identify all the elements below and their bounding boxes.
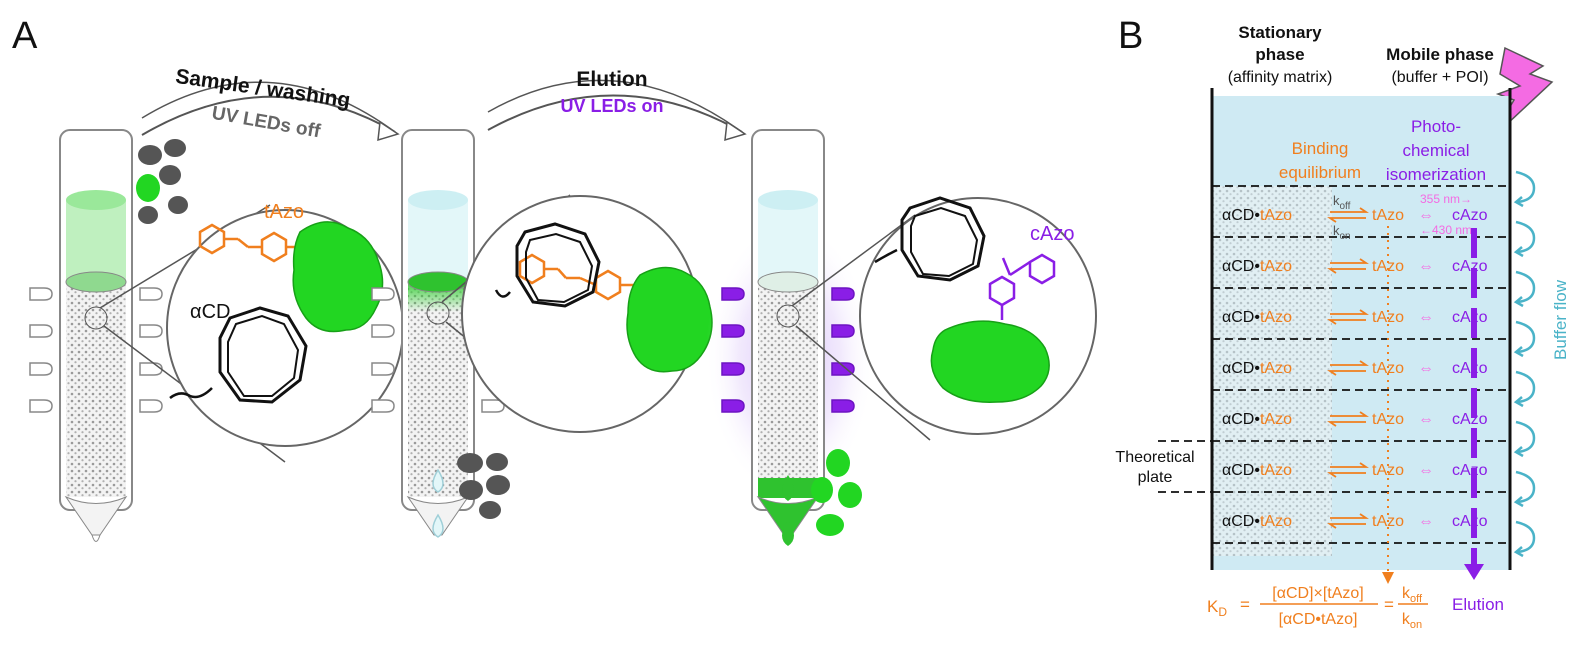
svg-text:αCD: αCD: [190, 301, 230, 323]
magnifier-3: cAzo: [859, 196, 1097, 435]
kd-equation: KD = [αCD]×[tAzo] [αCD•tAzo] = koff kon: [1207, 585, 1428, 631]
koff-label: koff: [1333, 193, 1351, 212]
svg-text:[αCD]×[tAzo]: [αCD]×[tAzo]: [1272, 585, 1364, 602]
svg-text:cAzo: cAzo: [1452, 309, 1488, 326]
grey-proteins-col1: [138, 139, 188, 224]
nm355-label: 355 nm→: [1420, 192, 1472, 206]
svg-text:tAzo: tAzo: [1372, 258, 1404, 275]
photo-line1: Photo-: [1411, 117, 1461, 136]
svg-text:cAzo: cAzo: [1452, 462, 1488, 479]
svg-text:⇔: ⇔: [1418, 411, 1434, 428]
svg-text:cAzo: cAzo: [1452, 513, 1488, 530]
green-protein-col1: [136, 174, 160, 202]
arrow-elution: [487, 79, 747, 142]
svg-text:αCD•tAzo: αCD•tAzo: [1222, 309, 1292, 326]
theoretical-plate-2: plate: [1138, 469, 1173, 486]
svg-text:αCD•tAzo: αCD•tAzo: [1222, 360, 1292, 377]
stationary-subtitle: (affinity matrix): [1228, 69, 1333, 86]
arrow-sample-washing: [141, 81, 400, 142]
svg-text:αCD•tAzo: αCD•tAzo: [1222, 513, 1292, 530]
photo-line2: chemical: [1402, 141, 1469, 160]
svg-text:αCD•tAzo: αCD•tAzo: [1222, 207, 1292, 224]
buffer-flow-label: Buffer flow: [1551, 279, 1570, 360]
column-1: [59, 129, 133, 542]
green-proteins-col3: [811, 449, 862, 536]
kon-label: kon: [1333, 223, 1351, 242]
arrow2-title: Elution: [576, 68, 647, 91]
svg-text:cAzo: cAzo: [1452, 258, 1488, 275]
svg-text:⇔: ⇔: [1418, 360, 1434, 377]
tazo-flow-arrowhead: [1382, 572, 1394, 584]
svg-text:⇔: ⇔: [1418, 462, 1434, 479]
svg-text:koff: koff: [1402, 585, 1423, 605]
drops-col2: [432, 468, 444, 538]
column-3: [751, 129, 825, 536]
stationary-title-2: phase: [1255, 45, 1304, 64]
svg-text:tAzo: tAzo: [1372, 360, 1404, 377]
svg-text:⇔: ⇔: [1418, 513, 1434, 530]
svg-text:⇔: ⇔: [1418, 258, 1434, 275]
leds-column-3-on: [721, 287, 855, 413]
buffer-flow-arrows: [1513, 170, 1536, 558]
svg-text:cAzo: cAzo: [1030, 223, 1074, 245]
svg-text:tAzo: tAzo: [1372, 462, 1404, 479]
elution-label: Elution: [1452, 595, 1504, 614]
arrow1-subtitle: UV LEDs off: [210, 103, 322, 143]
svg-text:αCD•tAzo: αCD•tAzo: [1222, 411, 1292, 428]
svg-text:cAzo: cAzo: [1452, 207, 1488, 224]
arrow1-title: Sample / washing: [174, 65, 352, 112]
green-drops-col3: [782, 475, 794, 546]
theoretical-plate-1: Theoretical: [1115, 449, 1194, 466]
svg-text:tAzo: tAzo: [264, 201, 304, 223]
plate-dividers: [1158, 185, 1510, 544]
svg-text:=: =: [1240, 595, 1250, 614]
svg-text:tAzo: tAzo: [1372, 411, 1404, 428]
panel-b-label: B: [1118, 15, 1143, 57]
magnifier-1: tAzo αCD: [166, 201, 404, 447]
panel-a-label: A: [12, 15, 38, 57]
svg-text:cAzo: cAzo: [1452, 360, 1488, 377]
binding-line2: equilibrium: [1279, 163, 1361, 182]
svg-text:⇔: ⇔: [1418, 309, 1434, 326]
svg-text:cAzo: cAzo: [1452, 411, 1488, 428]
equilibrium-arrows: [1327, 207, 1369, 529]
photo-line3: isomerization: [1386, 165, 1486, 184]
svg-text:tAzo: tAzo: [1372, 207, 1404, 224]
arrow2-subtitle: UV LEDs on: [560, 96, 663, 116]
svg-text:αCD•tAzo: αCD•tAzo: [1222, 258, 1292, 275]
svg-text:⇔: ⇔: [1418, 207, 1434, 224]
mobile-title: Mobile phase: [1386, 45, 1494, 64]
svg-text:=: =: [1384, 595, 1394, 614]
stationary-title: Stationary: [1238, 23, 1322, 42]
svg-text:[αCD•tAzo]: [αCD•tAzo]: [1279, 611, 1358, 628]
binding-line1: Binding: [1292, 139, 1349, 158]
leds-column-1-off: [29, 287, 163, 413]
svg-text:KD: KD: [1207, 597, 1227, 619]
svg-text:αCD•tAzo: αCD•tAzo: [1222, 462, 1292, 479]
separation-column: [1210, 88, 1512, 570]
nm430-label: ←430 nm: [1420, 223, 1472, 237]
cazo-elution-arrowhead: [1464, 564, 1484, 580]
svg-text:kon: kon: [1402, 611, 1422, 631]
equilibrium-rows: αCD•tAzo tAzo ⇔ cAzo αCD•tAzo tAzo ⇔ cAz…: [1222, 207, 1488, 530]
mobile-subtitle: (buffer + POI): [1391, 69, 1488, 86]
magnifier-2: [461, 195, 713, 433]
grey-proteins-col2: [457, 453, 510, 519]
